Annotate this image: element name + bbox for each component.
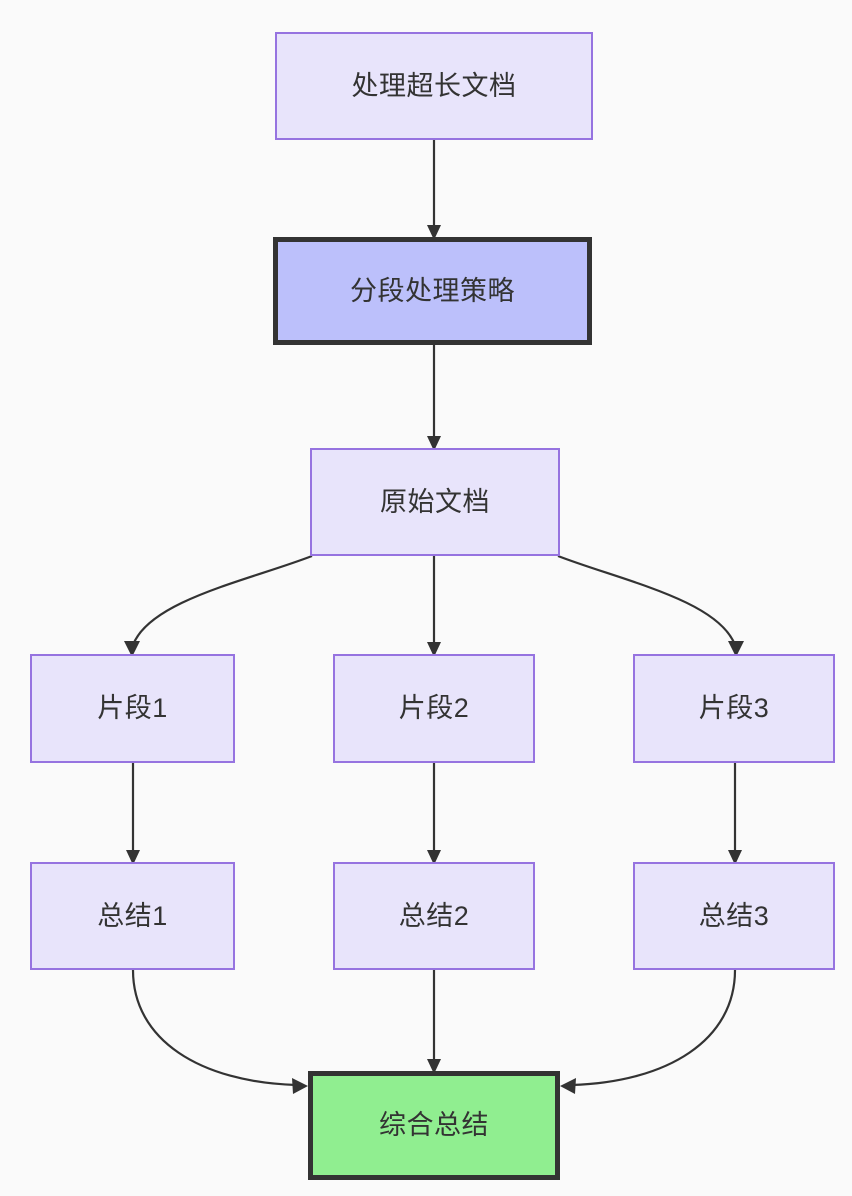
node-chunk-2[interactable]: 片段2 bbox=[333, 654, 535, 763]
node-label: 总结2 bbox=[398, 900, 470, 931]
node-summary-1[interactable]: 总结1 bbox=[30, 862, 235, 970]
edge-strategy-to-source bbox=[427, 345, 441, 451]
node-summary-2[interactable]: 总结2 bbox=[333, 862, 535, 970]
node-combined-summary[interactable]: 综合总结 bbox=[308, 1071, 560, 1180]
edge-root-to-strategy bbox=[427, 140, 441, 240]
edge-source-to-chunk3 bbox=[557, 554, 744, 657]
node-label: 处理超长文档 bbox=[351, 70, 517, 101]
node-source-document[interactable]: 原始文档 bbox=[310, 448, 560, 556]
edge-summary3-to-final bbox=[560, 969, 737, 1094]
node-label: 总结1 bbox=[97, 900, 168, 931]
node-label: 片段2 bbox=[398, 693, 470, 724]
edge-summary1-to-final bbox=[131, 969, 308, 1094]
node-process-long-document[interactable]: 处理超长文档 bbox=[275, 32, 593, 140]
edge-chunk2-to-summary2 bbox=[427, 763, 441, 865]
edge-source-to-chunk2 bbox=[427, 556, 441, 657]
edge-source-to-chunk1 bbox=[124, 554, 313, 657]
node-chunk-1[interactable]: 片段1 bbox=[30, 654, 235, 763]
node-label: 综合总结 bbox=[379, 1110, 489, 1141]
node-summary-3[interactable]: 总结3 bbox=[633, 862, 835, 970]
node-label: 总结3 bbox=[698, 900, 770, 931]
edge-summary2-to-final bbox=[427, 970, 441, 1074]
node-chunking-strategy[interactable]: 分段处理策略 bbox=[273, 237, 592, 345]
node-label: 片段3 bbox=[698, 693, 770, 724]
edge-chunk1-to-summary1 bbox=[126, 763, 140, 865]
node-chunk-3[interactable]: 片段3 bbox=[633, 654, 835, 763]
node-label: 原始文档 bbox=[380, 486, 490, 517]
node-label: 片段1 bbox=[97, 693, 168, 724]
edge-chunk3-to-summary3 bbox=[728, 763, 742, 865]
node-label: 分段处理策略 bbox=[350, 275, 515, 306]
